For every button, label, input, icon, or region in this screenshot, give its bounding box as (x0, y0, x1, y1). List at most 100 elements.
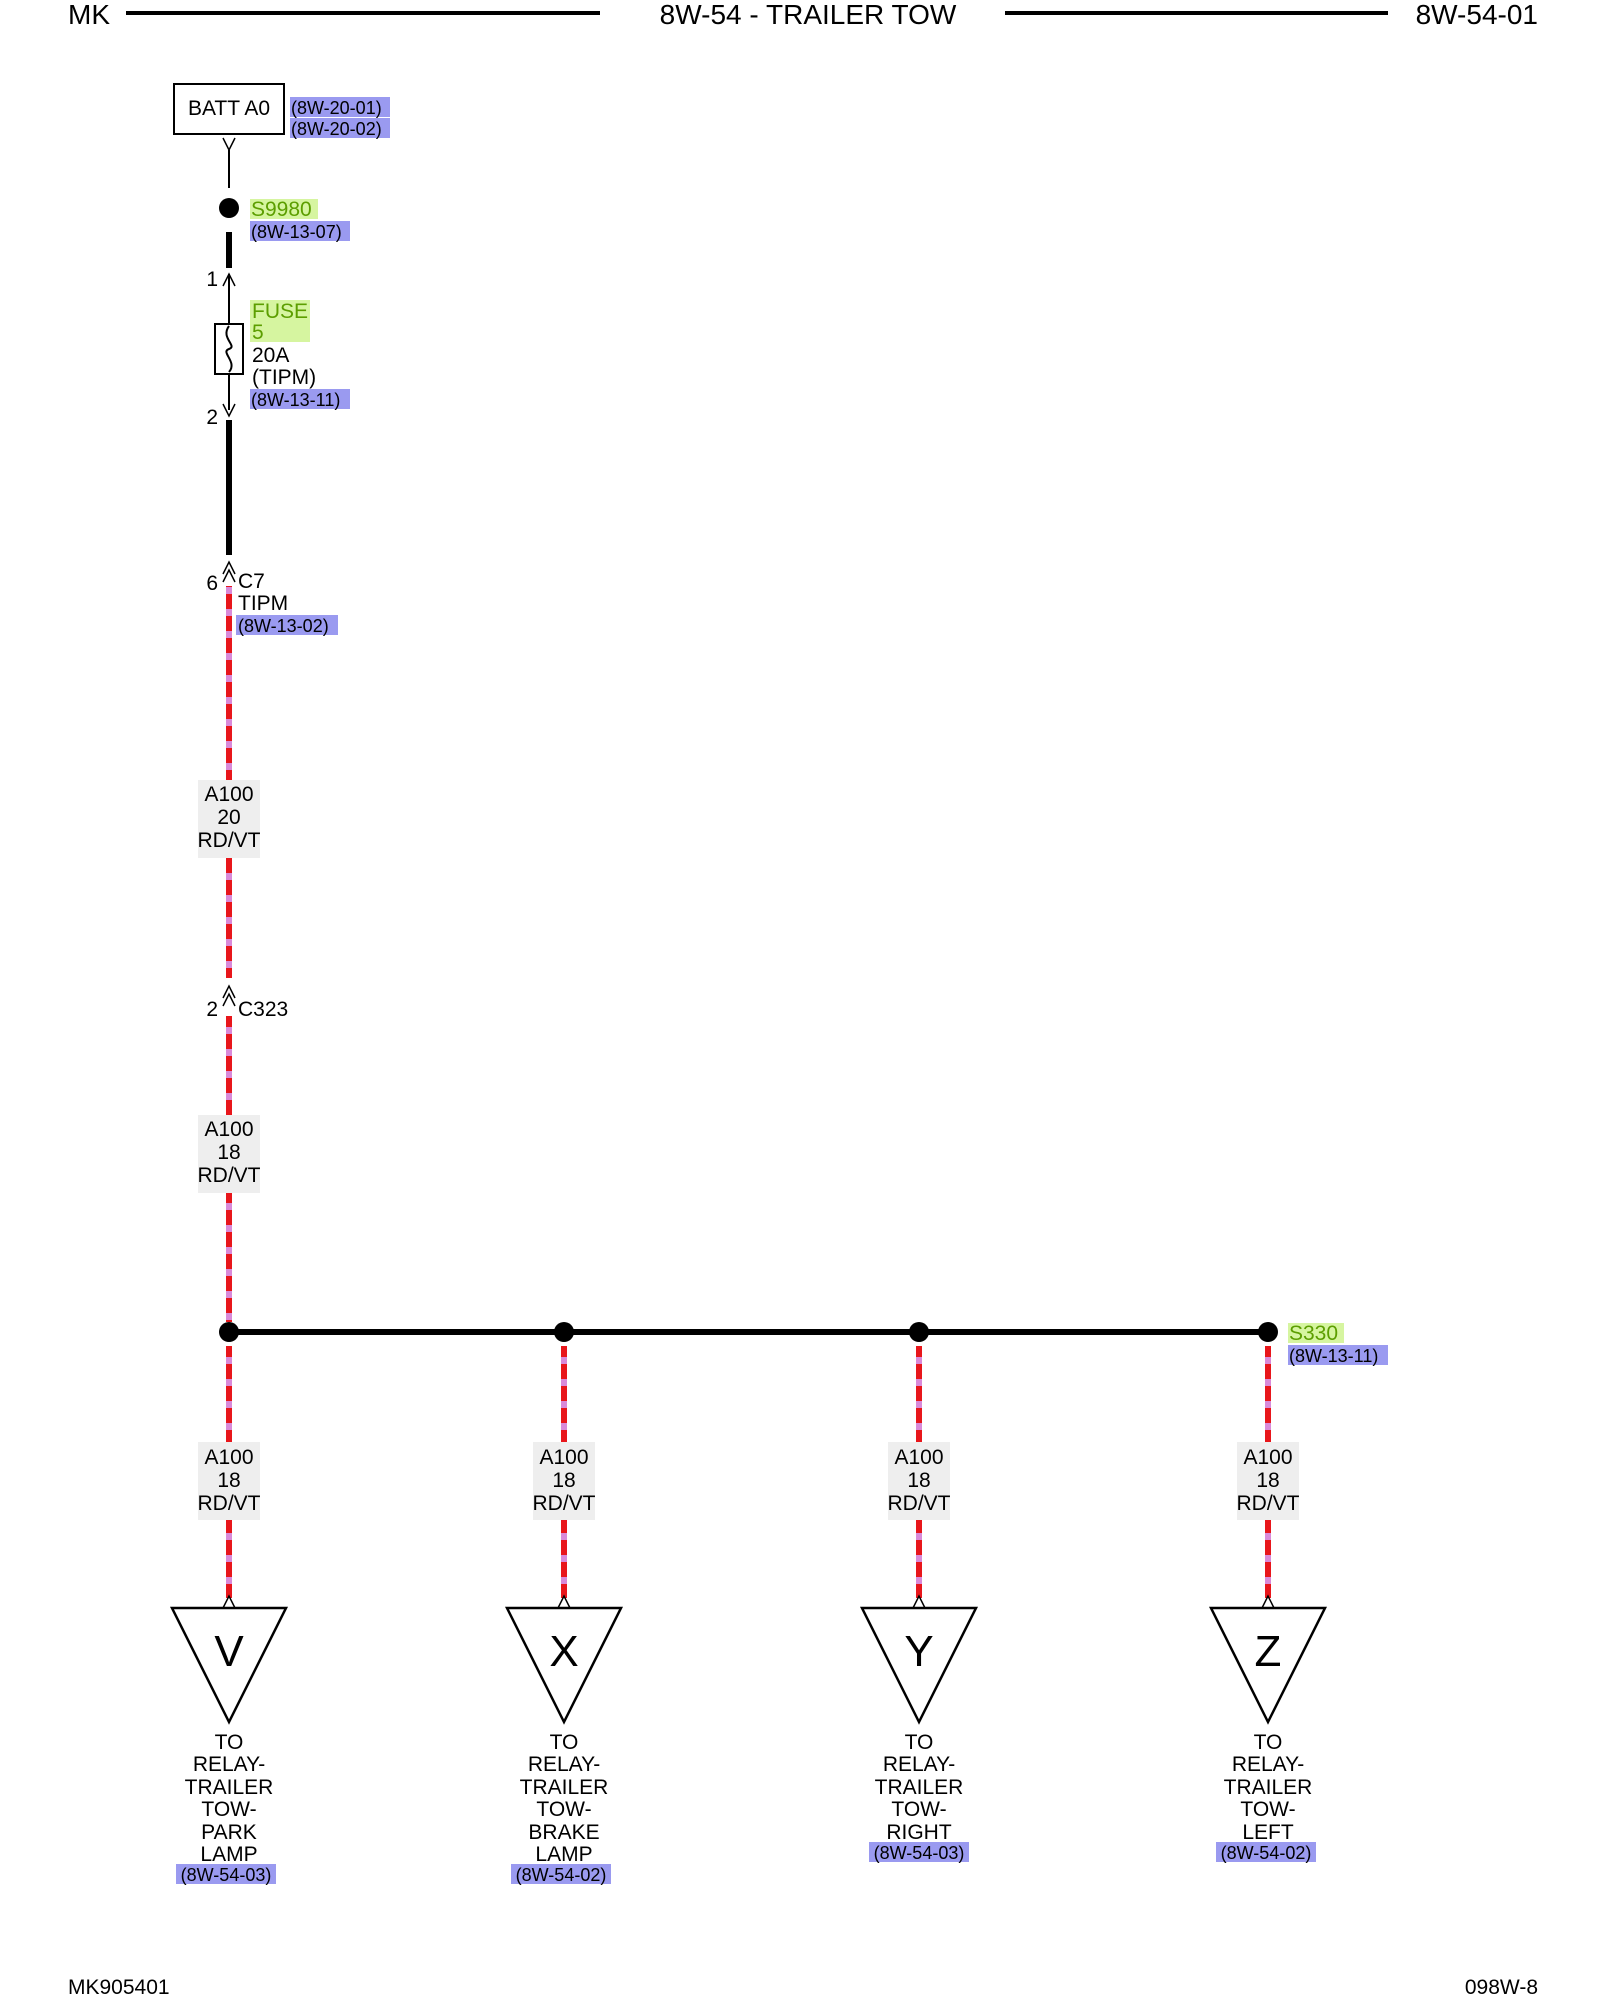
bus-node-3 (909, 1322, 929, 1342)
branch-x: A100 18 RD/VT X TO RELAY- TRAILER TOW- B… (504, 1346, 624, 1885)
bus-node-1 (219, 1322, 239, 1342)
branch-y-ref-highlight (869, 1842, 969, 1862)
branch-y-ref[interactable]: (8W-54-03) (874, 1843, 965, 1863)
fuse-rating: 20A (252, 344, 289, 367)
c7-ref[interactable]: (8W-13-02) (238, 616, 329, 636)
fuse-number[interactable]: 5 (252, 321, 264, 344)
branch-z-dest-2: RELAY- (1232, 1753, 1304, 1776)
branch-z-label-bg (1237, 1442, 1299, 1520)
branch-z-ref[interactable]: (8W-54-02) (1221, 1843, 1312, 1863)
page-title: 8W-54 - TRAILER TOW (660, 0, 957, 30)
wire2-circuit: A100 (204, 1118, 253, 1141)
branch-x-offpage-icon[interactable] (504, 1606, 624, 1725)
branch-v-letter: V (214, 1627, 244, 1676)
bus-node-2 (554, 1322, 574, 1342)
c323-gap (220, 978, 238, 1014)
fuse-pin-in: 1 (206, 268, 218, 291)
batt-ref1[interactable]: (8W-20-01) (291, 98, 382, 118)
bus-node-4 (1258, 1322, 1278, 1342)
wire1-label-bg (198, 780, 260, 858)
branch-x-connector-icon (557, 1594, 571, 1609)
branch-x-gauge: 18 (552, 1469, 575, 1492)
branch-y-color: RD/VT (888, 1492, 951, 1515)
splice-s9980-ref[interactable]: (8W-13-07) (251, 222, 342, 242)
footer-left: MK905401 (68, 1976, 170, 1999)
batt-box (173, 83, 285, 135)
fuse-name[interactable]: FUSE (252, 300, 308, 323)
branch-v-dest-3: TRAILER (185, 1776, 274, 1799)
branch-z-ref-highlight (1216, 1842, 1316, 1862)
batt-label: BATT A0 (188, 97, 270, 120)
c323-connector-icon-inner (222, 992, 236, 1007)
c7-pin: 6 (206, 572, 218, 595)
splice-s330-ref[interactable]: (8W-13-11) (1289, 1346, 1378, 1366)
c323-connector[interactable]: C323 (238, 998, 288, 1021)
splice-s330-ref-highlight (1288, 1345, 1388, 1365)
branch-v-circuit: A100 (204, 1446, 253, 1469)
batt-ref2[interactable]: (8W-20-02) (291, 119, 382, 139)
splice-s9980-dot (219, 198, 239, 218)
branch-x-ref-highlight (511, 1864, 611, 1884)
branch-v-color: RD/VT (198, 1492, 261, 1515)
branch-z-color: RD/VT (1237, 1492, 1300, 1515)
branch-v-ref-highlight (176, 1864, 276, 1884)
c7-connector-icon-outer (222, 560, 236, 575)
branch-v-dest-4: TOW- (201, 1798, 256, 1821)
branch-y-letter: Y (904, 1627, 933, 1676)
fuse-icon (214, 323, 244, 375)
branch-y-dest-5: RIGHT (886, 1821, 952, 1844)
c7-module[interactable]: TIPM (238, 592, 288, 615)
fuse-ref-highlight (250, 389, 350, 409)
branch-v-gauge: 18 (217, 1469, 240, 1492)
branch-z-gauge: 18 (1256, 1469, 1279, 1492)
fuse-name-highlight (250, 300, 310, 342)
splice-s9980-id[interactable]: S9980 (251, 198, 312, 221)
c7-ref-highlight (236, 615, 338, 635)
header: MK 8W-54 - TRAILER TOW 8W-54-01 (68, 0, 1538, 30)
fuse-pin-out: 2 (206, 406, 218, 429)
branch-x-dest-6: LAMP (535, 1843, 592, 1866)
branch-y-dest-4: TOW- (891, 1798, 946, 1821)
branch-x-dest-1: TO (550, 1731, 579, 1754)
batt-ref2-highlight (290, 118, 390, 138)
branch-x-label-bg (533, 1442, 595, 1520)
branch-y-gauge: 18 (907, 1469, 930, 1492)
branch-x-letter: X (549, 1627, 578, 1676)
c7-connector[interactable]: C7 (238, 570, 265, 593)
fuse-element-icon (225, 325, 233, 373)
wire2-color: RD/VT (198, 1164, 261, 1187)
branch-y-dest-2: RELAY- (883, 1753, 955, 1776)
branch-v-offpage-icon[interactable] (169, 1606, 289, 1725)
branch-v-ref[interactable]: (8W-54-03) (181, 1865, 272, 1885)
branch-y-offpage-icon[interactable] (859, 1606, 979, 1725)
branch-v-dest-6: LAMP (200, 1843, 257, 1866)
branch-v-label-bg (198, 1442, 260, 1520)
splice-s9980-highlight (250, 199, 318, 219)
splice-s330-id[interactable]: S330 (1289, 1322, 1338, 1345)
branch-x-ref[interactable]: (8W-54-02) (516, 1865, 607, 1885)
branch-y-dest-3: TRAILER (875, 1776, 964, 1799)
wire2-label-bg (198, 1115, 260, 1193)
fuse-connector-out-icon (222, 403, 236, 418)
branch-x-dest-5: BRAKE (528, 1821, 599, 1844)
footer-right: 098W-8 (1465, 1976, 1538, 1999)
c7-connector-icon-inner (222, 568, 236, 583)
wire1-gauge: 20 (217, 806, 240, 829)
branch-z: A100 18 RD/VT Z TO RELAY- TRAILER TOW- L… (1208, 1346, 1328, 1863)
c323-pin: 2 (206, 998, 218, 1021)
branch-z-offpage-icon[interactable] (1208, 1606, 1328, 1725)
branch-y-dest-1: TO (905, 1731, 934, 1754)
wire1-color: RD/VT (198, 829, 261, 852)
branch-z-dest-1: TO (1254, 1731, 1283, 1754)
wire2-gauge: 18 (217, 1141, 240, 1164)
batt-connector-icon (222, 137, 236, 152)
splice-s330-highlight (1288, 1323, 1344, 1343)
header-left: MK (68, 0, 110, 30)
branch-x-color: RD/VT (533, 1492, 596, 1515)
branch-y-circuit: A100 (894, 1446, 943, 1469)
branch-z-dest-4: TOW- (1240, 1798, 1295, 1821)
branch-v: A100 18 RD/VT V TO RELAY- TRAILER TOW- P… (169, 1346, 289, 1885)
header-right: 8W-54-01 (1416, 0, 1538, 30)
c323-connector-icon-outer (222, 984, 236, 999)
fuse-ref[interactable]: (8W-13-11) (251, 390, 340, 410)
